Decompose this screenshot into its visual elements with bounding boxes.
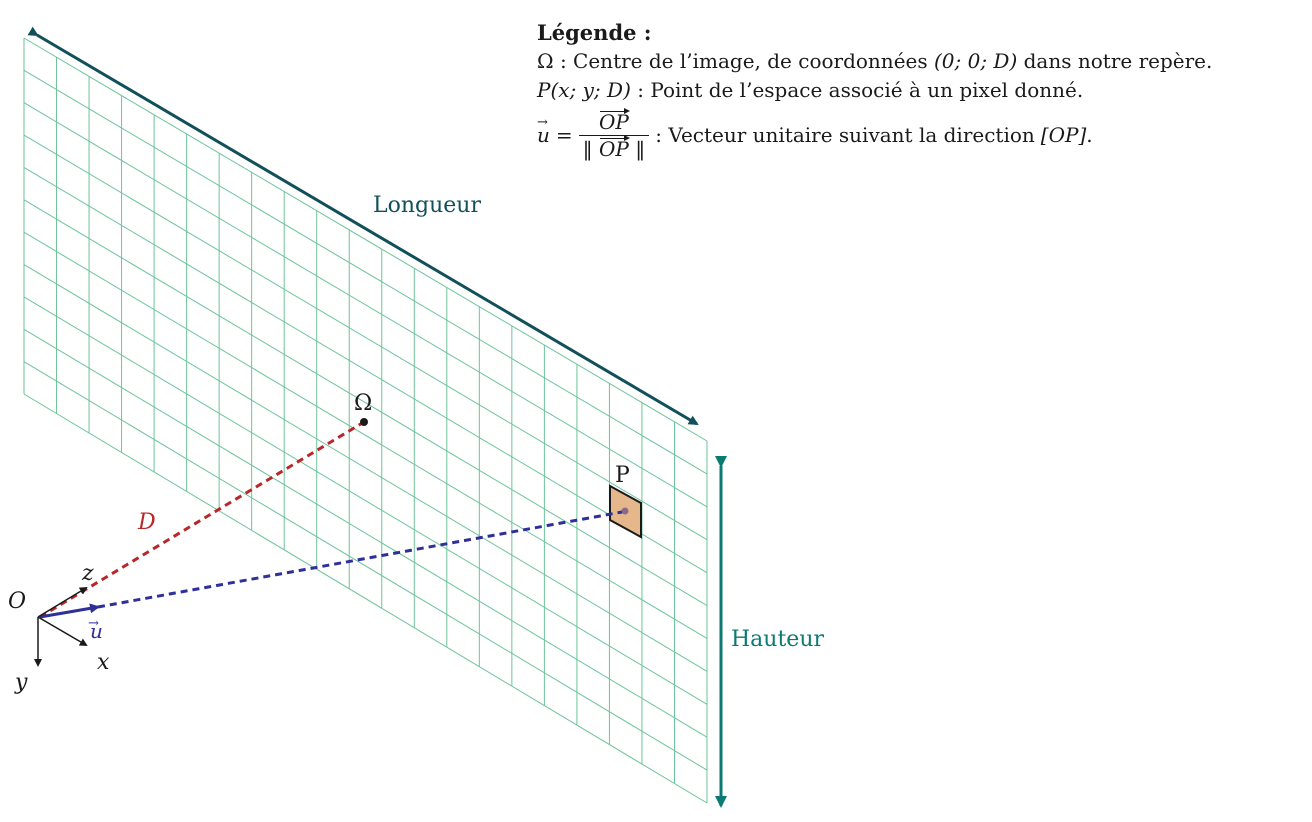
y-axis-label: y [14, 670, 28, 695]
grid-horizontal-line [23, 361, 708, 771]
legend-line-u: u = OP ‖ OP ‖ : Vecteur unitaire suivant… [537, 108, 1212, 162]
grid-horizontal-line [23, 296, 708, 705]
unit-vector-u [39, 603, 100, 619]
legend-u-norm-left: ‖ [582, 137, 593, 161]
legend-line-p: P(x; y; D) : Point de l’espace associé à… [537, 76, 1212, 105]
legend-omega-text-b: dans notre repère. [1017, 49, 1213, 73]
legend-u-denominator: OP [599, 137, 629, 161]
grid-horizontal-line [23, 264, 708, 672]
omega-label: Ω [354, 391, 372, 416]
legend-omega-text-a: : Centre de l’image, de coordonnées [553, 49, 934, 73]
unit-vector-arrow-glyph: → [88, 616, 99, 631]
x-axis [37, 616, 88, 647]
unit-vector-label: u [90, 619, 103, 643]
pixel-p-center [621, 507, 629, 515]
longueur-arrow [27, 26, 699, 426]
legend-u-symbol: u [537, 108, 550, 150]
omega-point [360, 418, 368, 426]
x-axis-label: x [97, 650, 110, 675]
origin-label: O [8, 589, 26, 614]
longueur-label: Longueur [373, 193, 481, 218]
legend-u-fraction: OP ‖ OP ‖ [578, 109, 650, 162]
pixel-p-label: P [615, 463, 630, 488]
grid-horizontal-line [23, 393, 708, 804]
distance-ray [39, 420, 365, 619]
legend: Légende : Ω : Centre de l’image, de coor… [537, 18, 1212, 162]
z-axis-label: z [81, 561, 94, 586]
legend-p-symbol: P(x; y; D) [537, 78, 631, 102]
legend-title: Légende : [537, 20, 652, 45]
op-ray [97, 510, 623, 609]
grid-horizontal-line [23, 231, 708, 639]
legend-u-equals: = [555, 123, 573, 147]
legend-u-segment: [OP] [1040, 123, 1087, 147]
legend-u-numerator: OP [599, 110, 629, 134]
legend-u-end: . [1086, 123, 1093, 147]
legend-u-text: : Vecteur unitaire suivant la direction [655, 123, 1035, 147]
legend-omega-coords: (0; 0; D) [933, 49, 1018, 73]
distance-label: D [137, 510, 156, 535]
legend-p-text: : Point de l’espace associé à un pixel d… [630, 78, 1084, 102]
legend-line-omega: Ω : Centre de l’image, de coordonnées (0… [537, 47, 1212, 76]
z-axis [37, 586, 88, 618]
hauteur-label: Hauteur [731, 627, 825, 652]
legend-omega-symbol: Ω [537, 49, 554, 73]
grid-horizontal-line [23, 102, 708, 508]
grid-horizontal-line [23, 134, 708, 541]
legend-u-norm-right: ‖ [635, 137, 646, 161]
